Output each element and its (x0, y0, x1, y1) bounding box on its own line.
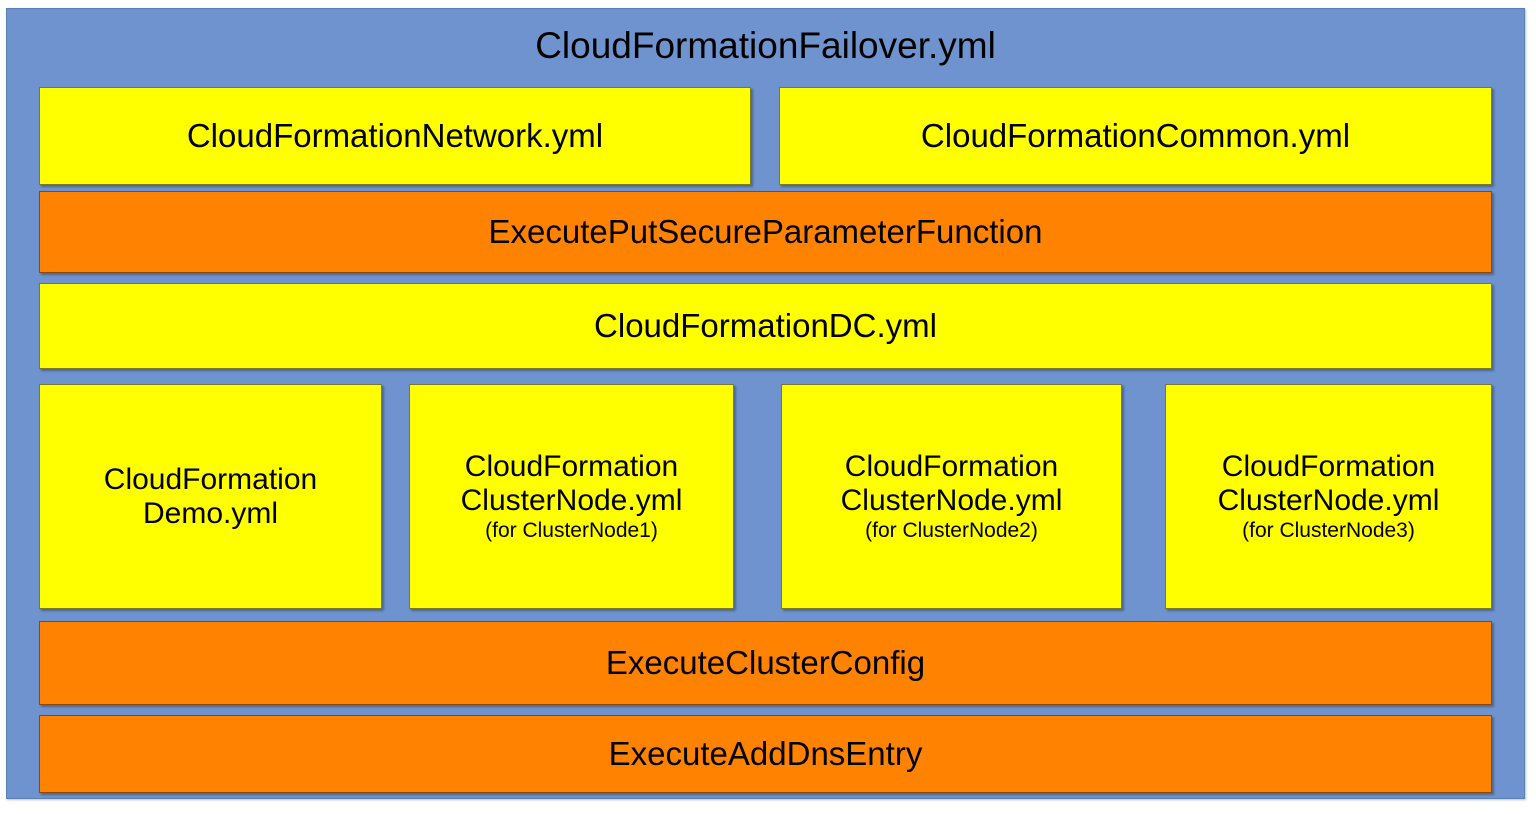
template-box-label-line2: ClusterNode.yml (1217, 483, 1440, 517)
template-box-label-line1: CloudFormation (464, 450, 679, 484)
template-box-label-line2: Demo.yml (142, 496, 278, 530)
template-box-cloudformation-network[interactable]: CloudFormationNetwork.yml (39, 87, 751, 185)
template-box-label-line2: ClusterNode.yml (460, 483, 683, 517)
template-box-sublabel: (for ClusterNode3) (1242, 519, 1415, 543)
diagram-root-container: CloudFormationFailover.yml CloudFormatio… (6, 8, 1525, 799)
template-box-cloudformation-clusternode-3[interactable]: CloudFormation ClusterNode.yml (for Clus… (1165, 384, 1492, 609)
action-box-label: ExecuteClusterConfig (605, 643, 926, 681)
template-box-cloudformation-clusternode-1[interactable]: CloudFormation ClusterNode.yml (for Clus… (409, 384, 734, 609)
template-box-sublabel: (for ClusterNode1) (485, 519, 658, 543)
template-box-label-line1: CloudFormation (844, 450, 1059, 484)
template-box-label-line2: ClusterNode.yml (840, 483, 1063, 517)
template-box-sublabel: (for ClusterNode2) (865, 519, 1038, 543)
template-box-cloudformation-common[interactable]: CloudFormationCommon.yml (779, 87, 1492, 185)
template-box-label: CloudFormationDC.yml (594, 306, 937, 344)
diagram-title: CloudFormationFailover.yml (535, 25, 996, 66)
action-box-execute-cluster-config[interactable]: ExecuteClusterConfig (39, 621, 1492, 705)
action-box-label: ExecuteAddDnsEntry (608, 734, 923, 772)
template-box-label: CloudFormationNetwork.yml (186, 116, 604, 154)
template-box-label: CloudFormationCommon.yml (920, 116, 1351, 154)
template-box-cloudformation-clusternode-2[interactable]: CloudFormation ClusterNode.yml (for Clus… (781, 384, 1122, 609)
template-box-cloudformation-demo[interactable]: CloudFormation Demo.yml (39, 384, 382, 609)
action-box-label: ExecutePutSecureParameterFunction (488, 212, 1043, 250)
action-box-execute-put-secure-parameter-function[interactable]: ExecutePutSecureParameterFunction (39, 191, 1492, 273)
action-box-execute-add-dns-entry[interactable]: ExecuteAddDnsEntry (39, 715, 1492, 793)
template-box-label-line1: CloudFormation (103, 462, 318, 496)
template-box-label-line1: CloudFormation (1221, 450, 1436, 484)
template-box-cloudformation-dc[interactable]: CloudFormationDC.yml (39, 283, 1492, 369)
